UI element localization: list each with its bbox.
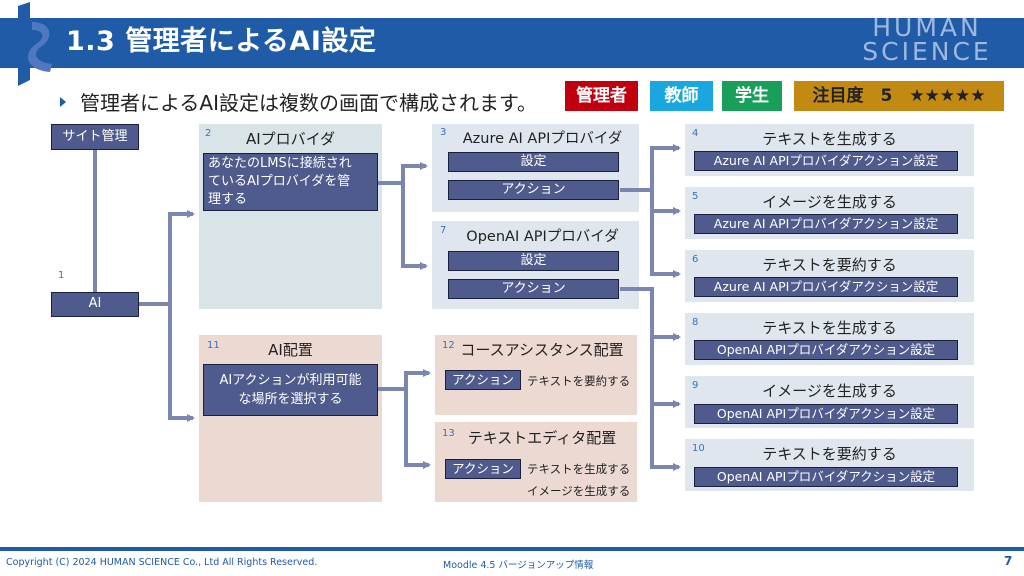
openai-settings-node: 設定 [448,251,619,271]
bullet-arrow-icon [60,97,66,107]
brand-logo: HUMAN SCIENCE [842,13,1012,66]
placement-number: 11 [207,340,220,351]
header-bar [0,18,1024,68]
site-admin-node: サイト管理 [51,124,139,150]
action-8-number: 8 [692,317,699,328]
azure-action-node: アクション [448,180,619,200]
text-editor-title: テキストエディタ配置 [467,429,617,447]
ai-number: 1 [58,270,65,281]
logo-icon [18,2,52,86]
tag-attention: 注目度 5 ★★★★★ [794,81,1004,111]
course-assist-action-node: アクション [445,370,521,390]
providers-title: AIプロバイダ [245,130,336,148]
brand-line2: SCIENCE [862,37,992,66]
placement-desc-line2: な場所を選択する [238,392,343,407]
tag-student: 学生 [722,81,782,111]
bullet-text: 管理者によるAI設定は複数の画面で構成されます。 [80,91,537,115]
tag-teacher: 教師 [650,81,713,111]
action-9-title: イメージを生成する [762,382,897,400]
footer-line [0,547,1024,551]
action-10-setting: OpenAI APIプロバイダアクション設定 [694,467,958,487]
action-5-number: 5 [692,191,699,202]
footer-center: Moodle 4.5 バージョンアップ情報 [443,560,594,571]
placement-title: AI配置 [268,341,313,359]
action-4-title: テキストを生成する [762,130,897,148]
ai-node: AI [51,292,139,317]
action-5-setting: Azure AI APIプロバイダアクション設定 [694,214,958,234]
action-6-title: テキストを要約する [762,256,897,274]
azure-title: Azure AI APIプロバイダ [462,131,623,147]
providers-desc-line3: 理する [208,192,248,207]
action-8-setting: OpenAI APIプロバイダアクション設定 [694,340,958,360]
azure-settings-node: 設定 [448,152,619,172]
text-editor-item2: イメージを生成する [527,484,631,498]
openai-action-node: アクション [448,279,619,299]
copyright: Copyright (C) 2024 HUMAN SCIENCE Co., Lt… [6,557,318,568]
action-10-number: 10 [692,443,705,454]
action-5-title: イメージを生成する [762,193,897,211]
course-assist-title: コースアシスタンス配置 [460,341,624,359]
azure-number: 3 [440,127,447,138]
action-4-setting: Azure AI APIプロバイダアクション設定 [694,151,958,171]
action-9-setting: OpenAI APIプロバイダアクション設定 [694,404,958,424]
providers-desc-line2: ているAIプロバイダを管 [208,174,351,189]
openai-title: OpenAI APIプロバイダ [466,229,619,245]
tag-admin: 管理者 [565,81,638,111]
openai-number: 7 [440,225,447,236]
action-10-title: テキストを要約する [762,445,897,463]
placement-desc-line1: AIアクションが利用可能 [219,373,362,388]
action-6-number: 6 [692,254,699,265]
providers-desc-line1: あなたのLMSに接続され [208,156,352,171]
text-editor-item1: テキストを生成する [527,462,631,476]
action-9-number: 9 [692,380,699,391]
placement-desc: AIアクションが利用可能 な場所を選択する [203,364,378,416]
course-assist-item1: テキストを要約する [527,374,631,388]
placement-panel [199,335,382,502]
action-4-number: 4 [692,128,699,139]
course-assist-number: 12 [442,340,455,351]
providers-desc: あなたのLMSに接続され ているAIプロバイダを管 理する [203,153,378,211]
action-8-title: テキストを生成する [762,319,897,337]
action-6-setting: Azure AI APIプロバイダアクション設定 [694,277,958,297]
page-title: 1.3 管理者によるAI設定 [66,26,377,57]
text-editor-number: 13 [442,428,455,439]
text-editor-action-node: アクション [445,459,521,479]
page-number: 7 [1004,554,1013,568]
providers-number: 2 [205,128,212,139]
brand-line1: HUMAN [872,13,982,42]
